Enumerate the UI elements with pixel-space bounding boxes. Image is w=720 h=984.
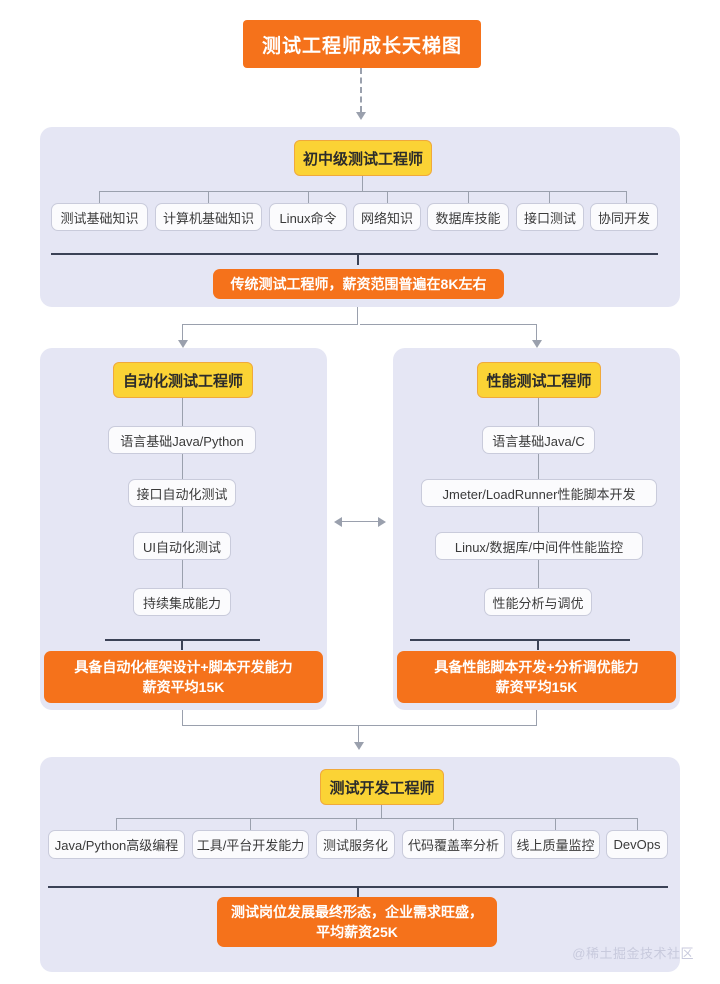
summary-junior: 传统测试工程师，薪资范围普遍在8K左右 [213, 269, 504, 299]
connector-junior-drop-1 [99, 191, 101, 204]
connector-branches-bidirectional [340, 521, 380, 523]
summary-automation: 具备自动化框架设计+脚本开发能力 薪资平均15K [44, 651, 323, 703]
role-junior-engineer[interactable]: 初中级测试工程师 [294, 140, 432, 176]
summary-testdev-line1: 测试岗位发展最终形态，企业需求旺盛， [231, 903, 483, 920]
connector-junior-drop-5 [468, 191, 470, 204]
connector-junior-trunk [362, 176, 364, 192]
arrow-to-automation [178, 340, 188, 348]
connector-split-right-drop [536, 324, 538, 341]
connector-testdev-drop-5 [555, 818, 557, 831]
summary-performance-line1: 具备性能脚本开发+分析调优能力 [434, 658, 639, 675]
skill-junior-5[interactable]: 数据库技能 [427, 203, 509, 231]
connector-testdev-drop-2 [250, 818, 252, 831]
connector-merge-left-stem [182, 710, 184, 726]
connector-perf-2 [538, 454, 540, 479]
connector-merge-right-stem [536, 710, 538, 726]
connector-testdev-bus [116, 818, 637, 820]
connector-auto-1 [182, 398, 184, 426]
connector-perf-4 [538, 560, 540, 588]
skill-testdev-6[interactable]: DevOps [606, 830, 668, 859]
connector-testdev-drop-3 [356, 818, 358, 831]
summary-performance-line2: 薪资平均15K [495, 679, 578, 695]
arrow-to-testdev [354, 742, 364, 750]
skill-automation-1[interactable]: 语言基础Java/Python [108, 426, 256, 454]
summary-testdev-line2: 平均薪资25K [316, 924, 398, 940]
connector-auto-3 [182, 507, 184, 532]
skill-performance-1[interactable]: 语言基础Java/C [482, 426, 595, 454]
role-testdev-engineer[interactable]: 测试开发工程师 [320, 769, 444, 805]
connector-junior-drop-2 [208, 191, 210, 204]
connector-junior-drop-4 [387, 191, 389, 204]
skill-automation-2[interactable]: 接口自动化测试 [128, 479, 236, 507]
connector-junior-drop-3 [308, 191, 310, 204]
skill-junior-2[interactable]: 计算机基础知识 [155, 203, 262, 231]
watermark: @稀土掘金技术社区 [572, 946, 694, 961]
divider-junior [51, 253, 658, 255]
skill-performance-2[interactable]: Jmeter/LoadRunner性能脚本开发 [421, 479, 657, 507]
skill-junior-4[interactable]: 网络知识 [353, 203, 421, 231]
stub-automation [181, 639, 183, 650]
connector-testdev-drop-1 [116, 818, 118, 831]
connector-title-to-junior [360, 68, 362, 112]
arrow-bidirectional-right [378, 517, 386, 527]
skill-testdev-4[interactable]: 代码覆盖率分析 [402, 830, 505, 859]
skill-testdev-2[interactable]: 工具/平台开发能力 [192, 830, 309, 859]
connector-perf-3 [538, 507, 540, 532]
connector-auto-4 [182, 560, 184, 588]
skill-testdev-1[interactable]: Java/Python高级编程 [48, 830, 185, 859]
connector-auto-2 [182, 454, 184, 479]
divider-performance [410, 639, 630, 641]
skill-automation-4[interactable]: 持续集成能力 [133, 588, 231, 616]
summary-testdev: 测试岗位发展最终形态，企业需求旺盛， 平均薪资25K [217, 897, 497, 947]
skill-junior-1[interactable]: 测试基础知识 [51, 203, 148, 231]
connector-split-trunk [357, 307, 359, 325]
role-automation-engineer[interactable]: 自动化测试工程师 [113, 362, 253, 398]
connector-testdev-trunk [381, 805, 383, 819]
stub-testdev [357, 886, 359, 897]
connector-merge-drop [358, 725, 360, 743]
skill-junior-7[interactable]: 协同开发 [590, 203, 658, 231]
connector-split-right-bus [360, 324, 536, 326]
connector-perf-1 [538, 398, 540, 426]
arrow-title-to-junior [356, 112, 366, 120]
summary-automation-line2: 薪资平均15K [142, 679, 225, 695]
skill-testdev-3[interactable]: 测试服务化 [316, 830, 395, 859]
skill-testdev-5[interactable]: 线上质量监控 [511, 830, 600, 859]
connector-junior-bus [99, 191, 626, 193]
connector-junior-drop-7 [626, 191, 628, 204]
connector-testdev-drop-4 [453, 818, 455, 831]
diagram-title: 测试工程师成长天梯图 [243, 20, 481, 68]
panel-performance-engineer [393, 348, 680, 710]
stub-performance [537, 639, 539, 650]
connector-junior-drop-6 [549, 191, 551, 204]
summary-automation-line1: 具备自动化框架设计+脚本开发能力 [74, 658, 293, 675]
summary-performance: 具备性能脚本开发+分析调优能力 薪资平均15K [397, 651, 676, 703]
connector-merge-bus [182, 725, 537, 727]
skill-automation-3[interactable]: UI自动化测试 [133, 532, 231, 560]
skill-junior-6[interactable]: 接口测试 [516, 203, 584, 231]
skill-performance-3[interactable]: Linux/数据库/中间件性能监控 [435, 532, 643, 560]
connector-split-left-drop [182, 324, 184, 341]
panel-automation-engineer [40, 348, 327, 710]
role-performance-engineer[interactable]: 性能测试工程师 [477, 362, 601, 398]
connector-testdev-drop-6 [637, 818, 639, 831]
arrow-bidirectional-left [334, 517, 342, 527]
connector-split-left-bus [182, 324, 358, 326]
arrow-to-performance [532, 340, 542, 348]
skill-junior-3[interactable]: Linux命令 [269, 203, 347, 231]
skill-performance-4[interactable]: 性能分析与调优 [484, 588, 592, 616]
stub-junior [357, 253, 359, 265]
